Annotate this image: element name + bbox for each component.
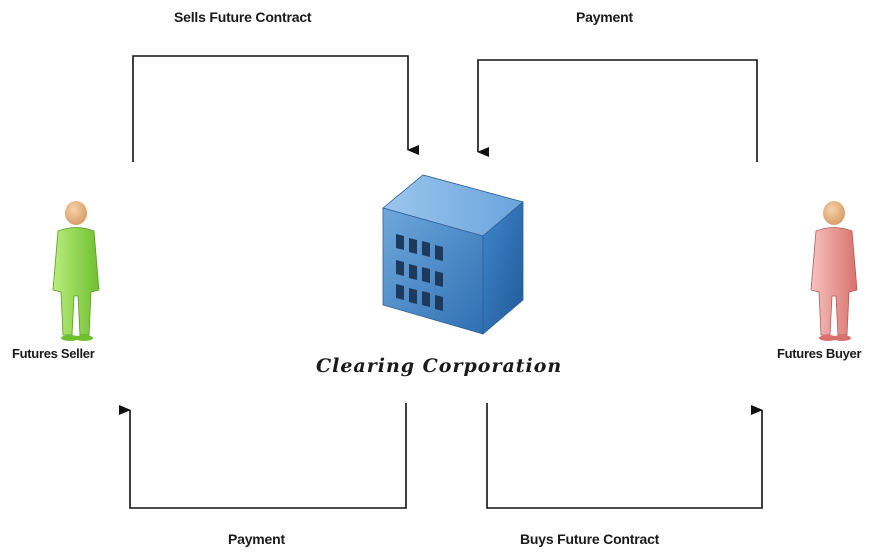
buyer-person-icon: [810, 201, 858, 341]
arrow-clearing-to-seller: [119, 403, 407, 509]
clearing-corporation-label: Clearing Corporation: [316, 355, 563, 377]
building-icon: [382, 174, 524, 335]
flow-label-sells-future-contract: Sells Future Contract: [174, 9, 312, 25]
flow-label-payment-bottom: Payment: [228, 531, 285, 547]
arrow-clearing-to-buyer: [486, 403, 763, 509]
buyer-label: Futures Buyer: [777, 346, 862, 361]
seller-person-icon: [52, 201, 100, 341]
flow-label-payment-top: Payment: [576, 9, 633, 25]
arrow-seller-to-clearing: [132, 55, 419, 162]
seller-label: Futures Seller: [12, 346, 95, 361]
flow-label-buys-future-contract: Buys Future Contract: [520, 531, 660, 547]
arrow-buyer-to-clearing: [477, 59, 758, 162]
